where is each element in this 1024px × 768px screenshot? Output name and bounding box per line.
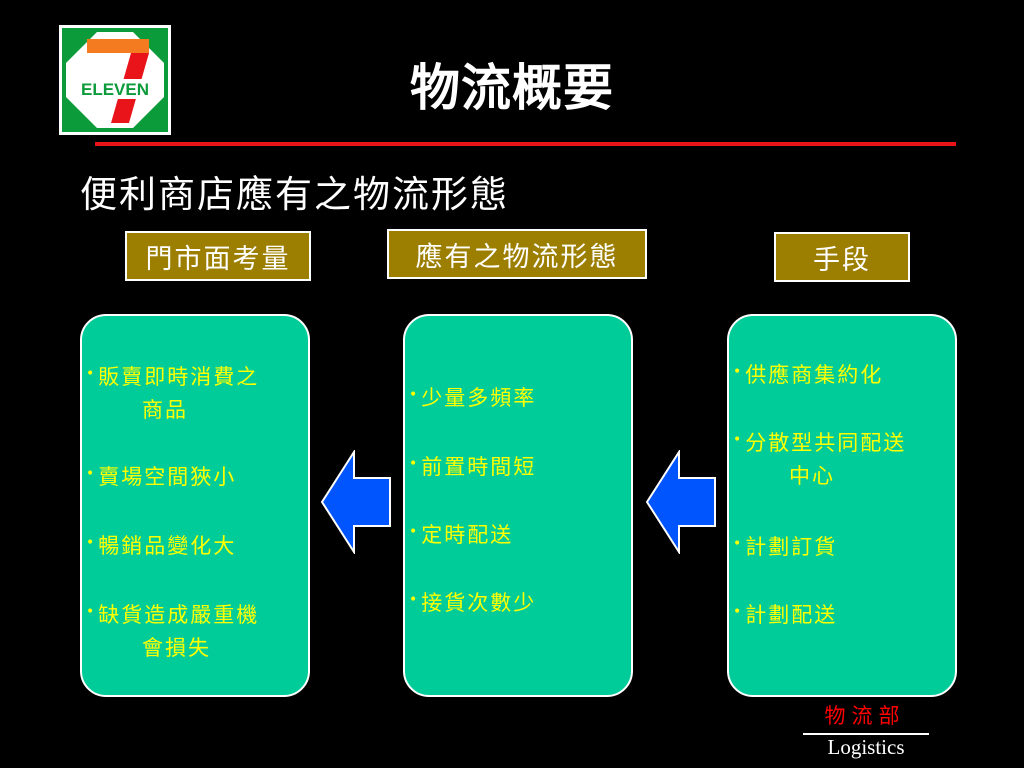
list-item: •暢銷品變化大 (86, 534, 237, 558)
list-item: •少量多頻率 (409, 386, 537, 410)
list-item: •前置時間短 (409, 455, 537, 479)
department-label: 物流部 (824, 704, 906, 728)
list-item: •計劃配送 (733, 603, 838, 627)
footer-divider (803, 733, 929, 735)
header-logistics-form: 應有之物流形態 (387, 229, 647, 279)
list-item: •定時配送 (409, 523, 514, 547)
header-means: 手段 (774, 232, 910, 282)
left-arrow-icon (320, 450, 391, 554)
list-item: •接貨次數少 (409, 591, 537, 615)
seven-eleven-logo: ELEVEN (59, 25, 171, 135)
logo-graphic: ELEVEN (62, 28, 168, 132)
list-item: •計劃訂貨 (733, 535, 838, 559)
panel-logistics-form: •少量多頻率 •前置時間短 •定時配送 •接貨次數少 (403, 314, 633, 697)
list-item: •分散型共同配送中心 (733, 431, 907, 488)
logo-text: ELEVEN (81, 80, 149, 99)
slide-subtitle: 便利商店應有之物流形態 (80, 173, 509, 216)
logistics-label: Logistics (827, 735, 905, 759)
panel-store-considerations: •販賣即時消費之商品 •賣場空間狹小 •暢銷品變化大 •缺貨造成嚴重機會損失 (80, 314, 310, 697)
panel-means: •供應商集約化 •分散型共同配送中心 •計劃訂貨 •計劃配送 (727, 314, 957, 697)
list-item: •販賣即時消費之商品 (86, 365, 260, 422)
header-store-considerations: 門市面考量 (125, 231, 311, 281)
title-divider (95, 142, 956, 146)
list-item: •缺貨造成嚴重機會損失 (86, 603, 260, 660)
list-item: •供應商集約化 (733, 363, 884, 387)
page-title: 物流概要 (410, 58, 614, 117)
left-arrow-icon (645, 450, 716, 554)
list-item: •賣場空間狹小 (86, 465, 237, 489)
